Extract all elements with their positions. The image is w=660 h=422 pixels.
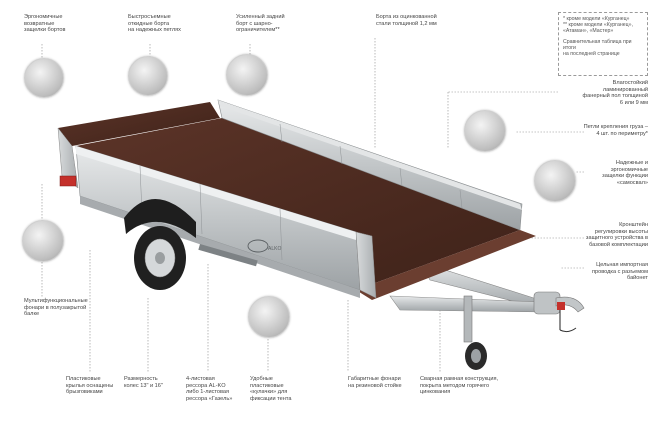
detail-tarp-hook-icon: [248, 296, 290, 338]
far-side-board: [217, 99, 523, 231]
wheel-assembly: [124, 198, 196, 290]
label-cargo-loops: Петли крепления груза –4 шт. по периметр…: [583, 124, 648, 137]
front-board: [356, 230, 536, 300]
detail-dumper-latch-icon: [534, 160, 576, 202]
deck-floor: [76, 118, 520, 290]
detail-light-icon: [22, 220, 64, 262]
detail-tailgate-icon: [226, 54, 268, 96]
detail-latch-icon: [24, 58, 64, 98]
front-panel: [355, 231, 377, 299]
rear-tailgate: [57, 102, 220, 189]
footnote-box: * кроме модели «Курганец»** кроме модели…: [558, 12, 648, 76]
rear-light: [59, 175, 77, 187]
detail-hinge-icon: [128, 56, 168, 96]
leaf-spring: [198, 243, 258, 267]
detail-loop-icon: [464, 110, 506, 152]
svg-text:ALKO: ALKO: [268, 246, 281, 252]
label-frame: Сварная рамная конструкция,покрыта метод…: [420, 376, 499, 396]
drawbar: [389, 261, 585, 370]
